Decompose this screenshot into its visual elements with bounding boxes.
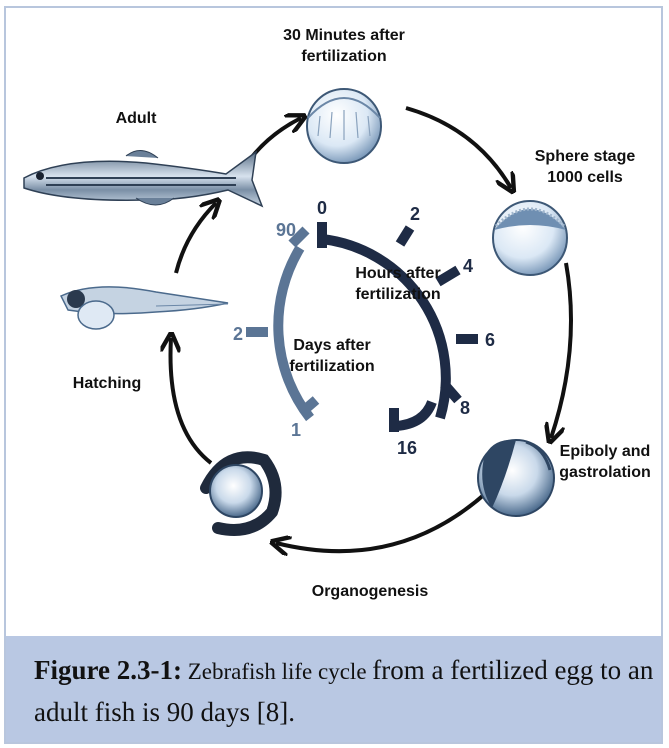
arrow-to-epiboly (551, 263, 571, 438)
stage-adult: Adult (116, 110, 158, 127)
thirty-min-egg (307, 89, 381, 163)
caption-text-small: Zebrafish life cycle (182, 659, 372, 684)
hours-title-line2: fertilization (355, 286, 440, 303)
hours-scale (322, 222, 478, 432)
adult-fish (24, 150, 262, 206)
sphere-stage-embryo (493, 201, 567, 275)
stage-hatching: Hatching (73, 375, 141, 392)
hours-tick-6: 6 (485, 330, 495, 350)
stage-sphere-line1: Sphere stage (535, 148, 636, 165)
hatching-larva (61, 287, 228, 329)
hours-tick-16: 16 (397, 438, 417, 458)
days-tick-2: 2 (233, 324, 243, 344)
figure-caption: Figure 2.3-1: Zebrafish life cycle from … (34, 650, 654, 732)
life-cycle-diagram: 30 Minutes after fertilization Sphere st… (6, 8, 661, 634)
stage-epiboly-line1: Epiboly and (560, 443, 651, 460)
hours-tick-4: 4 (463, 256, 473, 276)
stage-organogenesis: Organogenesis (312, 583, 429, 600)
hours-tick-2: 2 (410, 204, 420, 224)
organogenesis-embryo (206, 457, 276, 530)
arrow-to-thirty-min (251, 118, 301, 158)
days-scale (246, 230, 316, 418)
epiboly-embryo (478, 440, 554, 516)
stage-thirty-min-line1: 30 Minutes after (283, 27, 405, 44)
arrow-to-hatching (171, 338, 212, 463)
hours-tick-8: 8 (460, 398, 470, 418)
days-title-line1: Days after (293, 337, 370, 354)
days-title-line2: fertilization (289, 358, 374, 375)
arrow-to-adult (176, 203, 216, 273)
hours-tick-0: 0 (317, 198, 327, 218)
stage-sphere-line2: 1000 cells (547, 169, 623, 186)
stage-epiboly-line2: gastrolation (559, 464, 651, 481)
stage-thirty-min-line2: fertilization (301, 48, 386, 65)
caption-box: Figure 2.3-1: Zebrafish life cycle from … (6, 636, 661, 742)
hours-title-line1: Hours after (355, 265, 440, 282)
caption-label: Figure 2.3-1: (34, 655, 182, 685)
arrow-to-organogenesis (276, 493, 486, 551)
days-tick-90: 90 (276, 220, 296, 240)
days-tick-1: 1 (291, 420, 301, 440)
arrow-to-sphere (406, 108, 511, 188)
